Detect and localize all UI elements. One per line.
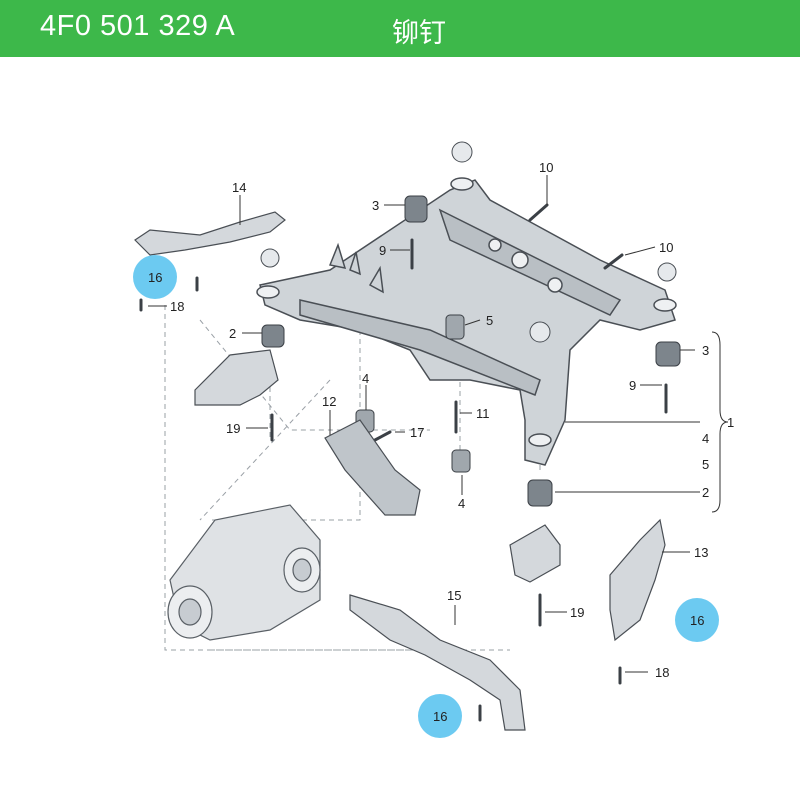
callout-15: 15 <box>447 588 461 603</box>
callout-3: 3 <box>372 198 379 213</box>
highlight-bubbles <box>133 255 719 738</box>
callout-4: 4 <box>458 496 465 511</box>
bracket-12 <box>324 419 421 516</box>
callout-13: 13 <box>694 545 708 560</box>
callout-4: 4 <box>362 371 369 386</box>
bracket-13 <box>609 518 666 642</box>
callout-labels: 1 2 2 2 3 3 4 4 4 5 5 9 9 10 10 11 12 13… <box>148 160 734 724</box>
highlight-16-bottom <box>418 694 462 738</box>
callout-19: 19 <box>570 605 584 620</box>
title-bar: 4F0 501 329 A 铆钉 <box>0 0 800 57</box>
callout-12: 12 <box>322 394 336 409</box>
callout-5: 5 <box>486 313 493 328</box>
callout-16: 16 <box>148 270 162 285</box>
callout-9: 9 <box>629 378 636 393</box>
callout-9: 9 <box>379 243 386 258</box>
differential <box>167 504 321 641</box>
brackets <box>134 211 666 731</box>
callout-4: 4 <box>702 431 709 446</box>
callout-3: 3 <box>702 343 709 358</box>
callout-16: 16 <box>690 613 704 628</box>
subframe <box>256 177 677 466</box>
callout-2-duplicate: 2 <box>703 485 710 500</box>
washers <box>260 141 677 343</box>
mount-left <box>194 349 279 406</box>
bracket-15 <box>349 594 526 731</box>
callout-18: 18 <box>655 665 669 680</box>
callout-17: 17 <box>410 425 424 440</box>
callout-16: 16 <box>433 709 447 724</box>
part-number: 4F0 501 329 A <box>40 10 236 42</box>
bracket-14 <box>134 211 286 256</box>
callout-10: 10 <box>539 160 553 175</box>
callout-2: 2 <box>229 326 236 341</box>
mount-right <box>509 524 561 583</box>
callout-10: 10 <box>659 240 673 255</box>
callout-14: 14 <box>232 180 246 195</box>
exploded-parts-diagram: 1 2 2 2 3 3 4 4 4 5 5 9 9 10 10 11 12 13… <box>133 141 734 738</box>
callout-2: 2 <box>702 485 709 500</box>
highlight-16-right <box>675 598 719 642</box>
leader-lines <box>148 175 729 673</box>
callout-19: 19 <box>226 421 240 436</box>
callout-18: 18 <box>170 299 184 314</box>
callout-11: 11 <box>476 406 490 421</box>
highlight-16-left <box>133 255 177 299</box>
bolts <box>139 203 668 722</box>
callout-5: 5 <box>702 457 709 472</box>
part-name: 铆钉 <box>392 18 446 49</box>
callout-1: 1 <box>727 415 734 430</box>
bushings <box>261 195 681 507</box>
